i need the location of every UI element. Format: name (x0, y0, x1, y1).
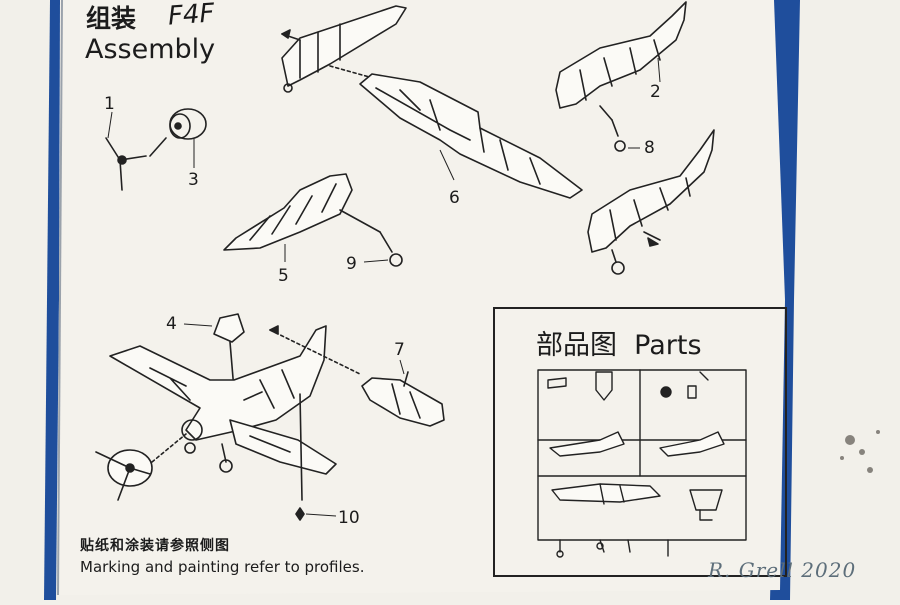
part-landing-gear-9 (339, 209, 403, 267)
part-tailplane-7 (361, 371, 445, 427)
part-cowling-3 (149, 108, 207, 157)
cover-blue-edge-left (44, 0, 62, 600)
part-fuselage-half-2 (555, 1, 687, 152)
assembly-title-cn: 组装 (86, 4, 137, 33)
part-wing-6 (359, 73, 583, 199)
callout-1: 1 (104, 94, 115, 114)
callout-leaders (107, 57, 661, 517)
callout-4: 4 (166, 314, 177, 334)
part-fuselage-half-lower (587, 129, 715, 275)
part-propeller-1 (105, 137, 147, 191)
assembly-title-en: Assembly (85, 34, 216, 65)
parts-title-en: Parts (634, 330, 702, 361)
table-stains (840, 430, 880, 473)
photographer-signature: R. Grell 2020 (708, 558, 857, 582)
part-fuselage-half-top (281, 5, 407, 93)
callout-9: 9 (346, 254, 357, 274)
callout-8: 8 (644, 138, 655, 158)
footer-note-en: Marking and painting refer to profiles. (80, 558, 365, 576)
parts-sprue (537, 369, 747, 558)
parts-box-frame (493, 307, 787, 577)
handwritten-note: F4F (167, 0, 216, 32)
callout-6: 6 (449, 188, 460, 208)
callout-3: 3 (188, 170, 199, 190)
callout-5: 5 (278, 266, 289, 286)
assembled-propeller (95, 433, 187, 501)
callout-10: 10 (338, 508, 360, 528)
callout-7: 7 (394, 340, 405, 360)
assembled-aircraft (109, 325, 361, 521)
parts-title-cn: 部品图 (536, 330, 617, 361)
footer-note-cn: 贴纸和涂装请参照侧图 (80, 538, 230, 554)
parts-box-title: 部品图 Parts (536, 332, 702, 359)
part-canopy-4 (213, 313, 245, 391)
callout-2: 2 (650, 82, 661, 102)
part-fuselage-5 (223, 173, 353, 251)
